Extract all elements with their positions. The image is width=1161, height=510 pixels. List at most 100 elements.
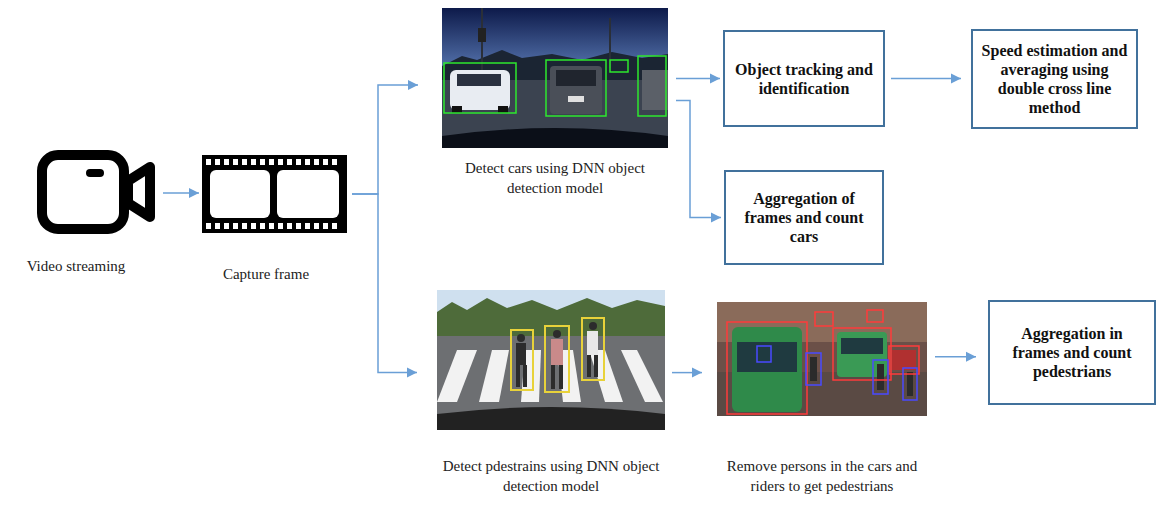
drawing-g [511,318,604,392]
drawing-rect [568,96,584,102]
drawing-g [437,350,663,402]
drawing-rect [332,159,337,165]
drawing-rect [511,330,533,390]
flow-arrow [672,372,702,374]
drawing-rect [732,327,802,412]
drawing-rect [545,326,569,392]
drawing-rect [889,346,919,374]
process-box: Object tracking and identification [723,30,885,127]
drawing-rect [251,159,256,165]
image-node: Detect cars using DNN object detection m… [442,8,668,148]
drawing-circle [553,330,561,338]
drawing-g [516,322,598,389]
caption-text: Detect cars using DNN object detection m… [442,158,668,198]
drawing-rect [42,155,124,229]
drawing-rect [907,372,913,396]
flow-arrow [352,194,417,373]
person-filter-image [717,302,927,416]
drawing-path [437,407,665,430]
drawing-rect [737,342,797,372]
image-node: Remove persons in the cars and riders to… [717,302,927,416]
flow-arrow [676,100,721,217]
drawing-rect [727,322,807,414]
frame-node: Capture frame [202,155,347,233]
drawing-rect [323,159,328,165]
drawing-rect [260,159,265,165]
drawing-rect [815,312,833,326]
flow-arrow [163,192,199,194]
car-detection-image [442,8,668,148]
drawing-path [437,298,665,340]
drawing-rect [587,355,591,377]
drawing-path [621,350,663,402]
caption-text: Remove persons in the cars and riders to… [714,456,930,496]
pedestrian-detection-image [437,290,665,430]
drawing-g [444,56,666,116]
drawing-rect [546,60,606,116]
drawing-rect [638,56,666,116]
process-box: Speed estimation and averaging using dou… [971,29,1138,129]
drawing-rect [277,170,339,218]
drawing-rect [556,70,596,86]
drawing-path [479,350,509,402]
drawing-rect [877,364,884,390]
drawing-rect [224,223,229,229]
drawing-rect [452,106,462,113]
drawing-rect [498,106,508,113]
drawing-rect [551,339,563,365]
drawing-rect [251,223,256,229]
drawing-rect [892,350,916,370]
drawing-circle [589,322,597,330]
drawing-rect [260,223,265,229]
drawing-rect [233,159,238,165]
drawing-rect [450,70,510,110]
drawing-rect [437,290,665,430]
drawing-rect [269,223,274,229]
image-node: Detect pdestrains using DNN object detec… [437,290,665,430]
drawing-rect [314,159,319,165]
drawing-g [810,357,913,396]
drawing-path [128,167,150,217]
flow-arrow [891,78,961,80]
drawing-rect [516,365,520,387]
drawing-rect [903,368,917,400]
drawing-rect [594,355,598,377]
drawing-rect [206,223,211,229]
drawing-rect [296,159,301,165]
box-label: Aggregation of frames and count cars [734,189,874,246]
drawing-rect [206,159,211,165]
drawing-rect [810,357,817,381]
drawing-rect [314,223,319,229]
drawing-g [727,310,919,414]
drawing-rect [296,223,301,229]
drawing-rect [287,159,292,165]
drawing-rect [442,8,668,148]
drawing-rect [806,353,821,385]
drawing-path [437,350,477,402]
drawing-rect [242,159,247,165]
drawing-rect [305,159,310,165]
drawing-rect [582,318,604,380]
box-label: Speed estimation and averaging using dou… [981,41,1128,117]
flow-arrow [352,85,418,194]
process-box: Aggregation of frames and count cars [724,170,884,265]
drawing-rect [867,310,883,322]
drawing-rect [550,66,602,114]
drawing-rect [224,159,229,165]
drawing-rect [551,365,555,389]
drawing-line [481,8,483,78]
drawing-rect [587,331,598,355]
caption-text: Video streaming [1,256,151,276]
drawing-rect [478,28,486,42]
drawing-rect [215,159,220,165]
drawing-rect [516,343,526,365]
drawing-g [757,346,917,400]
drawing-rect [242,223,247,229]
drawing-g [206,159,339,229]
box-label: Object tracking and identification [733,60,875,98]
process-box: Aggregation in frames and count pedestri… [988,300,1156,405]
drawing-rect [457,74,501,86]
drawing-rect [833,328,891,380]
drawing-rect [323,223,328,229]
drawing-rect [269,159,274,165]
